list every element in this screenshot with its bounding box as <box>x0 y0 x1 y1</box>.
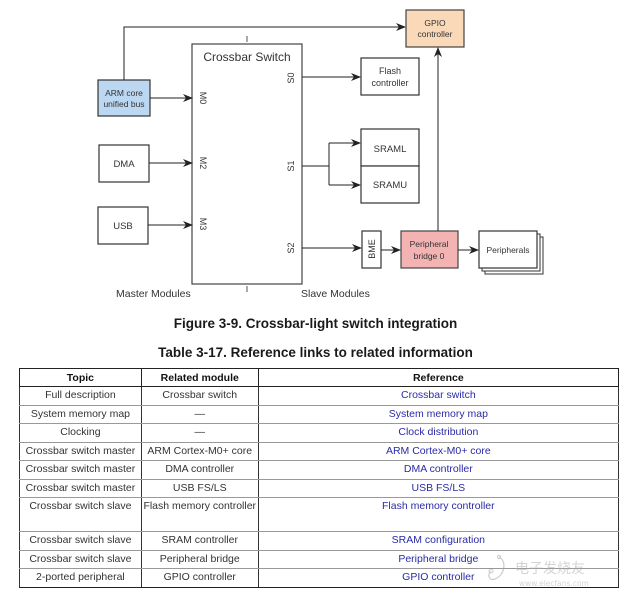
gpio-label-1: GPIO <box>424 18 446 28</box>
cell-module: — <box>140 423 259 443</box>
dma-label: DMA <box>113 159 135 170</box>
watermark-url: www.elecfans.com <box>519 579 589 588</box>
header-related-module: Related module <box>140 368 259 387</box>
reference-link[interactable]: Flash memory controller <box>257 497 620 532</box>
header-topic: Topic <box>19 368 142 387</box>
cell-topic: Crossbar switch slave <box>19 550 142 569</box>
sraml-box <box>360 128 420 167</box>
sramu-box <box>360 165 420 204</box>
reference-link[interactable]: System memory map <box>257 405 620 424</box>
table-row: Full description Crossbar switch Crossba… <box>19 386 620 406</box>
reference-table: Topic Related module Reference Full desc… <box>19 368 620 588</box>
table-row: Crossbar switch slave SRAM controller SR… <box>19 531 620 551</box>
reference-link[interactable]: ARM Cortex-M0+ core <box>257 442 620 461</box>
gpio-label-2: controller <box>418 29 453 39</box>
bridge-label-2: bridge 0 <box>414 251 445 261</box>
watermark-logo-icon <box>488 554 505 580</box>
crossbar-title: Crossbar Switch <box>203 50 290 64</box>
reference-link[interactable]: Crossbar switch <box>257 386 620 406</box>
reference-link[interactable]: SRAM configuration <box>257 531 620 551</box>
crossbar-switch-box <box>191 43 303 285</box>
bme-label: BME <box>367 239 377 259</box>
flash-controller-box <box>360 57 420 96</box>
arm-core-label-2: unified bus <box>103 99 144 109</box>
cell-topic: Crossbar switch master <box>19 442 142 461</box>
cell-topic: Crossbar switch master <box>19 460 142 480</box>
cell-module: ARM Cortex-M0+ core <box>140 442 259 461</box>
cell-module: Crossbar switch <box>140 386 259 406</box>
cell-topic: Crossbar switch slave <box>19 531 142 551</box>
watermark: 电子发烧友 www.elecfans.com <box>488 554 589 588</box>
sramu-label: SRAMU <box>373 180 407 191</box>
figure-caption: Figure 3-9. Crossbar-light switch integr… <box>173 316 458 331</box>
cell-topic: Full description <box>19 386 142 406</box>
cell-module: GPIO controller <box>140 568 259 588</box>
port-m2: M2 <box>198 157 208 170</box>
table-row: Crossbar switch slave Flash memory contr… <box>19 497 620 532</box>
master-modules-label: Master Modules <box>116 288 191 300</box>
watermark-text: 电子发烧友 <box>515 561 585 577</box>
cell-module: Flash memory controller <box>140 497 259 532</box>
crossbar-diagram: Crossbar Switch M0 M2 M3 S0 S1 S2 ARM co… <box>97 9 544 300</box>
port-s2: S2 <box>286 242 296 253</box>
flash-label-1: Flash <box>379 66 401 76</box>
peripheral-bridge-box <box>400 230 459 269</box>
reference-link[interactable]: DMA controller <box>257 460 620 480</box>
cell-module: USB FS/LS <box>140 479 259 498</box>
table-row: Crossbar switch slave Peripheral bridge … <box>19 550 620 569</box>
reference-link[interactable]: Peripheral bridge <box>257 550 620 569</box>
port-m3: M3 <box>198 218 208 231</box>
arm-to-gpio-line <box>123 23 406 80</box>
reference-link[interactable]: Clock distribution <box>257 423 620 443</box>
table-caption: Table 3-17. Reference links to related i… <box>158 345 473 360</box>
table-row: System memory map — System memory map <box>19 405 620 424</box>
table-row: 2-ported peripheral GPIO controller GPIO… <box>19 568 620 588</box>
sraml-label: SRAML <box>374 144 407 155</box>
usb-box <box>97 206 149 245</box>
port-m0: M0 <box>198 92 208 105</box>
cell-topic: Clocking <box>19 423 142 443</box>
peripherals-box <box>478 230 538 269</box>
cell-module: — <box>140 405 259 424</box>
cell-module: DMA controller <box>140 460 259 480</box>
cell-topic: Crossbar switch slave <box>19 497 142 532</box>
cell-topic: 2-ported peripheral <box>19 568 142 588</box>
table-row: Crossbar switch master USB FS/LS USB FS/… <box>19 479 620 498</box>
header-reference: Reference <box>257 368 620 387</box>
arm-core-label-1: ARM core <box>105 88 143 98</box>
port-s1: S1 <box>286 160 296 171</box>
cell-module: SRAM controller <box>140 531 259 551</box>
slave-modules-label: Slave Modules <box>301 288 370 300</box>
cell-module: Peripheral bridge <box>140 550 259 569</box>
peripherals-label: Peripherals <box>487 245 530 255</box>
reference-link[interactable]: USB FS/LS <box>257 479 620 498</box>
port-s0: S0 <box>286 72 296 83</box>
table-row: Crossbar switch master DMA controller DM… <box>19 460 620 480</box>
arm-core-box <box>97 79 151 117</box>
cell-topic: System memory map <box>19 405 142 424</box>
cell-topic: Crossbar switch master <box>19 479 142 498</box>
table-row: Crossbar switch master ARM Cortex-M0+ co… <box>19 442 620 461</box>
reference-link[interactable]: GPIO controller <box>257 568 620 588</box>
table-row: Clocking — Clock distribution <box>19 423 620 443</box>
bridge-label-1: Peripheral <box>410 239 449 249</box>
usb-label: USB <box>113 221 133 232</box>
table-header-row: Topic Related module Reference <box>19 368 620 387</box>
flash-label-2: controller <box>371 78 408 88</box>
